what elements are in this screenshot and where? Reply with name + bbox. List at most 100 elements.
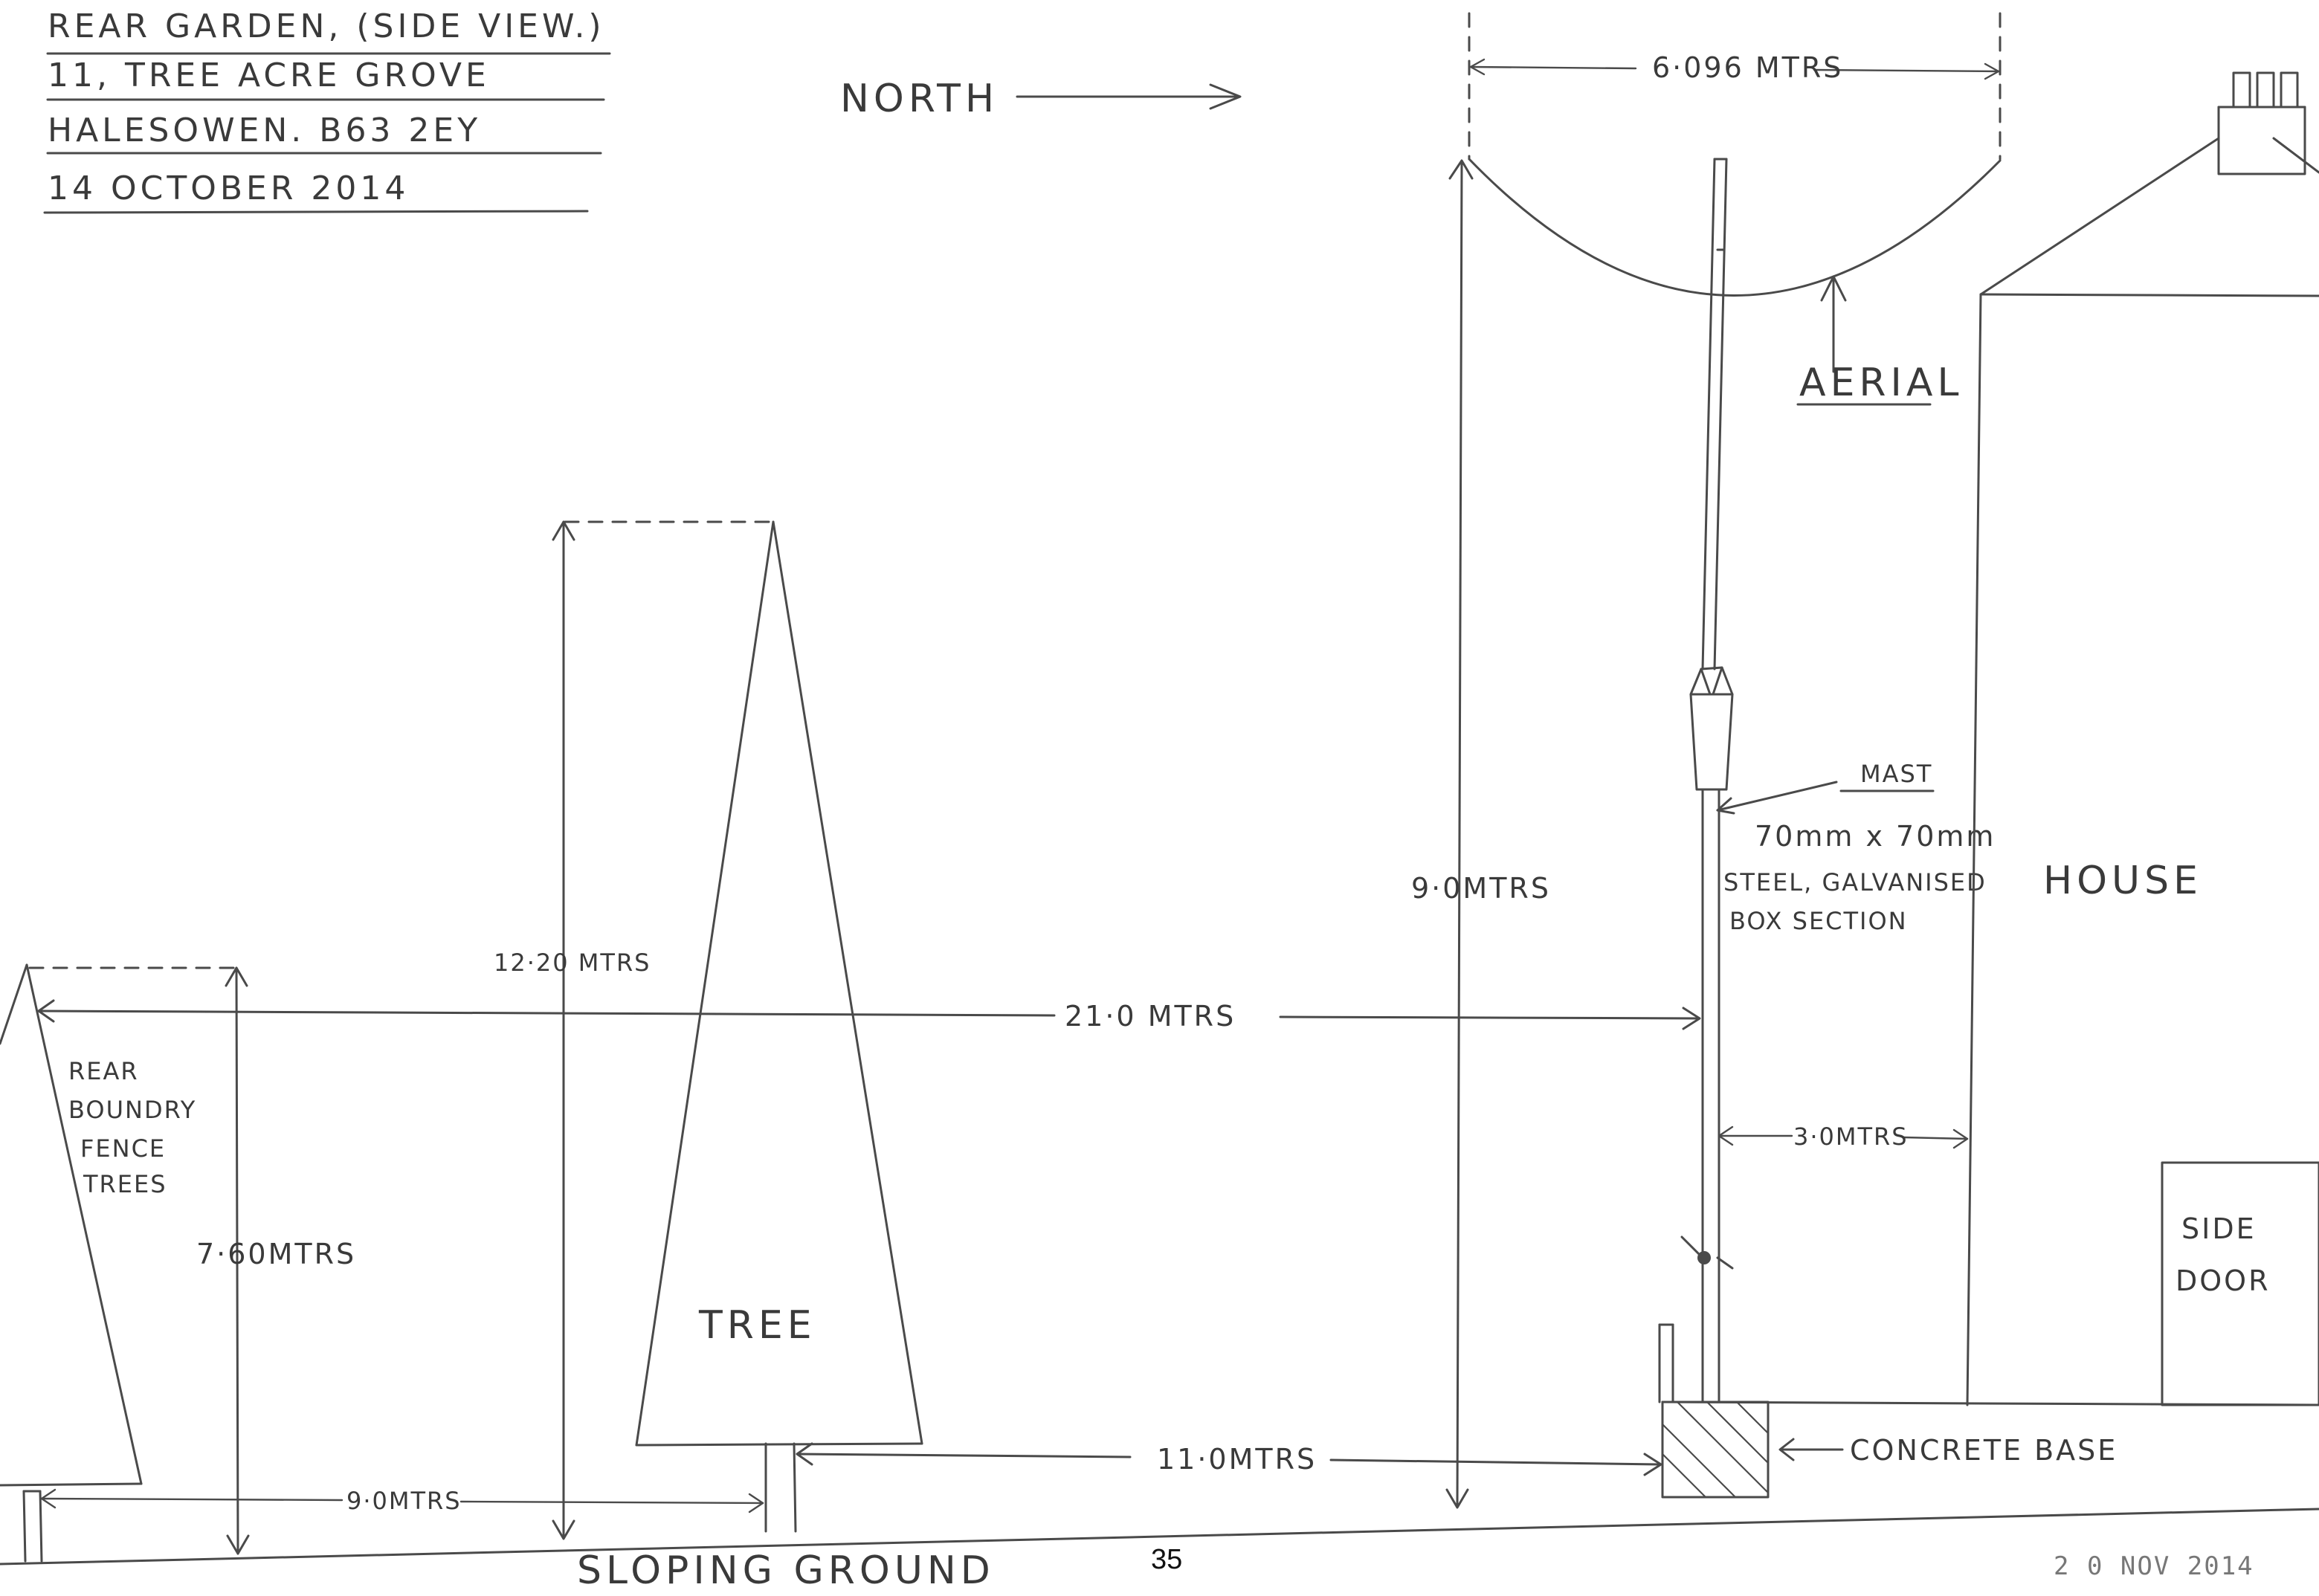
concrete-hatch-2 <box>1661 1453 1707 1499</box>
fence-post-right <box>39 1490 43 1563</box>
mast-house-arrow-right <box>1952 1128 1969 1149</box>
concrete-base-leader-arrow <box>1778 1438 1795 1461</box>
fence-height-arrow-bottom <box>226 1534 250 1555</box>
fence-to-tree-dimension: 9·0MTRS <box>40 1487 764 1515</box>
tree-left-edge <box>635 520 775 1447</box>
fence-tree-right-edge <box>25 963 143 1485</box>
title-underline-4 <box>43 210 589 214</box>
mast-upper-right-edge <box>1713 158 1728 671</box>
mast: MAST 70mm x 70mm STEEL, GALVANISED BOX S… <box>1658 158 1996 1403</box>
fence-height-arrow-top <box>225 966 248 987</box>
fence-label-line-4: TREES <box>83 1170 167 1198</box>
mast-to-house-label: 3·0MTRS <box>1793 1122 1909 1151</box>
fence-to-mast-label: 21·0 MTRS <box>1065 1000 1236 1033</box>
fence-to-tree-label: 9·0MTRS <box>346 1487 462 1515</box>
tree-to-mast-dimension: 11·0MTRS <box>796 1442 1662 1476</box>
house-roof-slope-right <box>2272 137 2319 174</box>
aerial-dish-curve <box>1468 158 2002 297</box>
page-number: 35 <box>1151 1544 1182 1575</box>
title-line-3: HALESOWEN. B63 2EY <box>48 112 481 149</box>
fence-post-left <box>22 1490 27 1563</box>
mast-clamp-bracket <box>1689 666 1734 791</box>
house-chimney-pot-1 <box>2232 71 2251 109</box>
tree-height-arrow-top <box>552 520 575 541</box>
title-line-2: 11, TREE ACRE GROVE <box>48 56 490 94</box>
tree-label: TREE <box>698 1303 816 1348</box>
mast-upper-left-edge <box>1701 158 1716 671</box>
mast-height-label: 9·0MTRS <box>1411 872 1551 905</box>
title-line-4: 14 OCTOBER 2014 <box>48 169 409 207</box>
north-arrow-head <box>1209 83 1242 110</box>
mast-house-arrow-left <box>1718 1125 1734 1146</box>
mast-clamp-detail-left <box>1700 668 1712 696</box>
rear-boundary-fence-trees: REAR BOUNDRY FENCE TREES <box>0 963 196 1563</box>
fence-tree-dim-line-right <box>459 1500 764 1505</box>
concrete-hatch-5 <box>1735 1400 1770 1435</box>
mast-house-dim-line-right <box>1902 1136 1969 1140</box>
mast-height-dimension: 9·0MTRS <box>1411 159 1551 1509</box>
tree-to-mast-label: 11·0MTRS <box>1157 1443 1317 1476</box>
concrete-hatch-4 <box>1706 1400 1770 1464</box>
aerial-span-dimension: 6·096 MTRS <box>1652 51 1843 84</box>
tree-mast-arrow-left <box>796 1442 813 1466</box>
concrete-base-label: CONCRETE BASE <box>1850 1434 2118 1467</box>
aerial-pointer-head <box>1820 275 1847 302</box>
mast-spec-size: 70mm x 70mm <box>1755 820 1996 853</box>
fence-tree-arrow-right <box>748 1493 764 1513</box>
house-roof-slope-left <box>1979 137 2220 296</box>
ground: SLOPING GROUND <box>0 1508 2319 1593</box>
title-line-1: REAR GARDEN, (SIDE VIEW.) <box>48 7 605 45</box>
fence-height-dim-line <box>235 966 239 1555</box>
fence-mast-dim-line-left <box>37 1009 1056 1017</box>
sloping-ground-line <box>0 1508 2319 1566</box>
concrete-base: CONCRETE BASE <box>1661 1400 2319 1499</box>
tree-height-dimension: 12·20 MTRS <box>494 520 775 1540</box>
fence-tree-arrow-left <box>40 1488 57 1509</box>
mast-leader-line <box>1716 781 1838 812</box>
tree-right-edge <box>772 520 923 1445</box>
fence-mast-dim-line-right <box>1279 1015 1700 1020</box>
mast-to-house-dimension: 3·0MTRS <box>1718 1122 1969 1151</box>
fence-mast-arrow-left <box>37 999 55 1023</box>
house-chimney-pot-2 <box>2256 71 2275 109</box>
house-eaves-line <box>1979 293 2319 297</box>
north-indicator: NORTH <box>840 77 1242 121</box>
north-label: NORTH <box>840 77 999 121</box>
concrete-hatch-3 <box>1676 1400 1770 1494</box>
tree: TREE <box>635 520 923 1533</box>
mast-spec-section: BOX SECTION <box>1729 907 1908 935</box>
aerial-span-arrow-right <box>1984 62 2000 80</box>
house-ground-line <box>1661 1400 2319 1406</box>
mast-height-dim-line <box>1456 161 1463 1508</box>
mast-spec-material: STEEL, GALVANISED <box>1723 868 1987 896</box>
aerial-label: AERIAL <box>1799 361 1963 405</box>
side-door-label-line-1: SIDE <box>2181 1212 2257 1245</box>
title-block: REAR GARDEN, (SIDE VIEW.) 11, TREE ACRE … <box>43 7 611 214</box>
mast-hinge-lever <box>1680 1235 1704 1259</box>
concrete-base-block <box>1661 1400 1770 1499</box>
tree-mast-arrow-right <box>1643 1453 1662 1476</box>
fence-label-line-2: BOUNDRY <box>68 1096 196 1124</box>
house-chimney-pot-3 <box>2280 71 2299 109</box>
mast-title-label: MAST <box>1860 760 1932 788</box>
fence-tree-dim-line-left <box>40 1497 344 1502</box>
fence-height-dimension: 7·60MTRS <box>28 966 356 1555</box>
tree-mast-dim-line-right <box>1329 1458 1661 1466</box>
house-label: HOUSE <box>2043 859 2202 903</box>
fence-height-label: 7·60MTRS <box>196 1238 356 1270</box>
mast-leader-arrow <box>1716 797 1735 815</box>
fence-to-mast-dimension: 21·0 MTRS <box>37 999 1701 1033</box>
sloping-ground-label: SLOPING GROUND <box>577 1548 995 1593</box>
side-door-label-line-2: DOOR <box>2176 1264 2270 1297</box>
tree-trunk-right <box>793 1442 797 1533</box>
received-date-stamp: 2 0 NOV 2014 <box>2054 1551 2254 1581</box>
house-wall-line <box>1966 293 1982 1406</box>
fence-tree-base <box>0 1482 143 1487</box>
fence-label-line-3: FENCE <box>80 1134 166 1163</box>
tree-height-label: 12·20 MTRS <box>494 949 651 977</box>
tree-height-arrow-bottom <box>552 1519 575 1540</box>
house-chimney-stack <box>2217 106 2306 175</box>
house: HOUSE SIDE DOOR <box>1966 71 2319 1406</box>
aerial-span-dim-line-left <box>1469 65 1637 70</box>
